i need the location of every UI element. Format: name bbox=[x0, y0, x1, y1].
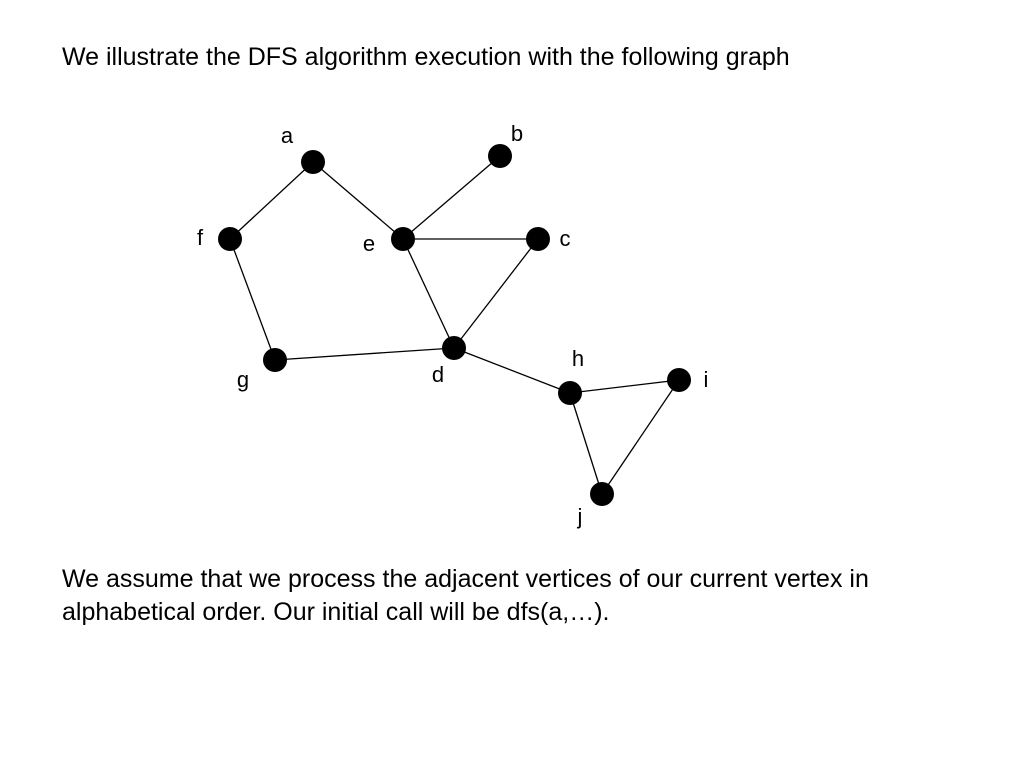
slide-note: We assume that we process the adjacent v… bbox=[62, 563, 869, 629]
edge-d-h bbox=[453, 347, 571, 394]
vertex-g bbox=[263, 348, 287, 372]
vertex-label-b: b bbox=[511, 121, 523, 146]
vertex-c bbox=[526, 227, 550, 251]
vertex-a bbox=[301, 150, 325, 174]
vertex-label-h: h bbox=[572, 346, 584, 371]
vertex-label-f: f bbox=[197, 225, 204, 250]
note-line-1: We assume that we process the adjacent v… bbox=[62, 565, 869, 593]
edge-e-d bbox=[402, 238, 455, 349]
vertex-d bbox=[442, 336, 466, 360]
edge-a-f bbox=[229, 161, 314, 240]
vertex-label-i: i bbox=[704, 367, 709, 392]
vertex-label-e: e bbox=[363, 231, 375, 256]
vertex-i bbox=[667, 368, 691, 392]
vertex-layer bbox=[218, 144, 691, 506]
note-line-2: alphabetical order. Our initial call wil… bbox=[62, 598, 610, 626]
edge-f-g bbox=[229, 238, 276, 361]
edge-g-d bbox=[274, 347, 455, 361]
vertex-f bbox=[218, 227, 242, 251]
vertex-h bbox=[558, 381, 582, 405]
edge-h-j bbox=[569, 392, 603, 495]
vertex-label-d: d bbox=[432, 362, 444, 387]
edge-h-i bbox=[569, 379, 680, 394]
label-layer: a b c d e f g h i j bbox=[197, 121, 709, 529]
vertex-label-c: c bbox=[560, 226, 571, 251]
edge-a-e bbox=[312, 161, 404, 240]
vertex-e bbox=[391, 227, 415, 251]
edge-i-j bbox=[601, 379, 680, 495]
slide-intro-text: We illustrate the DFS algorithm executio… bbox=[62, 43, 790, 71]
edge-c-d bbox=[453, 238, 539, 349]
vertex-j bbox=[590, 482, 614, 506]
edge-b-e bbox=[402, 155, 501, 240]
vertex-b bbox=[488, 144, 512, 168]
vertex-label-g: g bbox=[237, 367, 249, 392]
edge-layer bbox=[229, 155, 680, 495]
vertex-label-j: j bbox=[577, 504, 583, 529]
vertex-label-a: a bbox=[281, 123, 294, 148]
